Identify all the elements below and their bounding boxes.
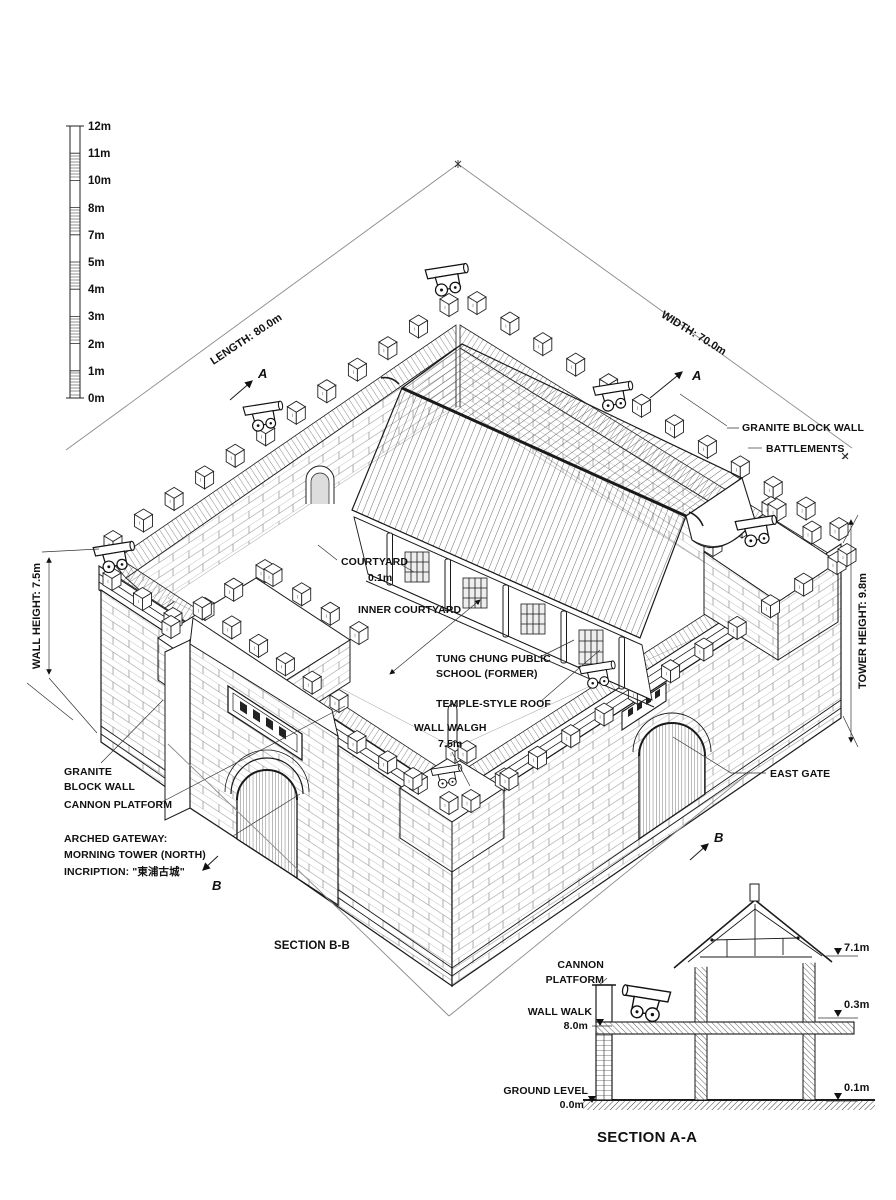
scale-label: 11m <box>88 148 110 160</box>
section-ground-level-value: 0.0m <box>560 1099 584 1111</box>
school-label-line2: SCHOOL (FORMER) <box>436 668 538 680</box>
north-inner-arch <box>305 465 335 504</box>
level-walk-value: 0.3m <box>844 999 870 1011</box>
scale-label: 5m <box>88 257 105 269</box>
tower-height-dimension: TOWER HEIGHT: 9.8m <box>857 573 869 689</box>
scale-label: 12m <box>88 121 111 133</box>
section-bb-lines: B B SECTION B-B <box>167 743 751 1017</box>
wall-height-dimension: WALL HEIGHT: 7.5m <box>31 563 43 669</box>
section-aa-drawing: 7.1m 0.3m 0.1m CANNON PLATFORM WALL WALK… <box>503 883 875 1146</box>
level-markers: 7.1m 0.3m 0.1m <box>818 942 870 1102</box>
scale-label: 4m <box>88 284 105 296</box>
gateway-line1: ARCHED GATEWAY: <box>64 833 167 845</box>
east-gate-label: EAST GATE <box>770 768 830 780</box>
section-wall-walk-label: WALL WALK <box>528 1006 593 1018</box>
scale-label: 7m <box>88 230 105 242</box>
north-gate-tower <box>164 617 339 907</box>
temple-roof-label: TEMPLE-STYLE ROOF <box>436 698 551 710</box>
section-cannon-platform-line1: CANNON <box>557 959 604 971</box>
courtyard-label: COURTYARD <box>341 556 408 568</box>
lattice-windows <box>404 551 604 665</box>
section-aa-title: SECTION A-A <box>597 1129 697 1146</box>
width-dimension: WIDTH: 70.0m <box>659 309 729 358</box>
gateway-line3: INCRIPTION: "東浦古城" <box>64 865 185 878</box>
gate-plaque-characters <box>240 701 286 740</box>
granite-left-line2: BLOCK WALL <box>64 781 135 793</box>
gateway-line2: MORNING TOWER (NORTH) <box>64 849 206 861</box>
plan-annotations: GRANITE BLOCK WALL BATTLEMENTS TOWER HEI… <box>26 393 869 878</box>
school-label-line1: TUNG CHUNG PUBLIC <box>436 653 551 665</box>
scale-bar: 12m 11m 10m 8m 7m 5m 4m 3m 2m 1m 0m <box>66 121 111 405</box>
scale-label: 3m <box>88 311 105 323</box>
section-ground-level-label: GROUND LEVEL <box>503 1085 588 1097</box>
inner-courtyard-label: INNER COURTYARD <box>358 604 462 616</box>
wall-walk-label: WALL WALGH <box>414 722 487 734</box>
section-marker-a-right: A <box>691 368 701 383</box>
battlements-label: BATTLEMENTS <box>766 443 844 455</box>
scale-label: 1m <box>88 366 105 378</box>
cannon-platform-label: CANNON PLATFORM <box>64 799 172 811</box>
courtyard-value: 0.1m <box>368 572 392 584</box>
length-dimension: LENGTH: 80.0m <box>208 311 284 367</box>
scale-label: 10m <box>88 175 111 187</box>
level-ground-value: 0.1m <box>844 1082 870 1094</box>
scale-label: 8m <box>88 203 105 215</box>
section-bb-label: SECTION B-B <box>274 940 350 952</box>
scale-label: 2m <box>88 339 105 351</box>
section-cannon-platform-line2: PLATFORM <box>546 974 604 986</box>
section-wall-walk-value: 8.0m <box>564 1020 588 1032</box>
school-building <box>351 343 756 708</box>
granite-left-line1: GRANITE <box>64 766 112 778</box>
scale-label: 0m <box>88 393 105 405</box>
section-marker-b-left: B <box>212 878 221 893</box>
section-marker-a-left: A <box>257 366 267 381</box>
east-gate <box>621 681 712 841</box>
section-marker-b-right: B <box>714 830 723 845</box>
granite-block-wall-right-label: GRANITE BLOCK WALL <box>742 422 864 434</box>
level-roof-value: 7.1m <box>844 942 870 954</box>
wall-walk-value: 7.5m <box>438 738 462 750</box>
